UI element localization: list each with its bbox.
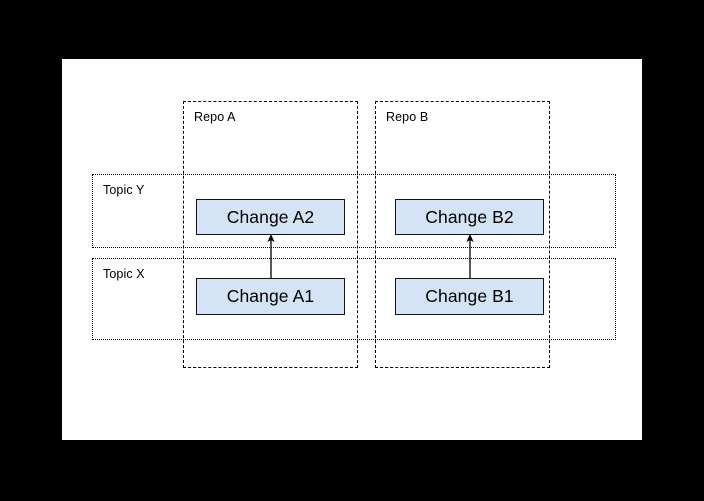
node-change-b1[interactable]: Change B1 <box>395 278 544 315</box>
node-change-b2-label: Change B2 <box>425 206 514 227</box>
diagram-canvas: Repo A Repo B Topic Y Topic X <box>62 59 642 440</box>
repo-group-repo-a[interactable]: Repo A <box>183 101 358 368</box>
topic-group-topic-x[interactable]: Topic X <box>92 258 616 340</box>
topic-group-topic-y[interactable]: Topic Y <box>92 174 616 248</box>
node-change-a2-label: Change A2 <box>226 206 315 227</box>
repo-a-label: Repo A <box>194 110 236 124</box>
repo-group-repo-b[interactable]: Repo B <box>375 101 550 368</box>
node-change-a2[interactable]: Change A2 <box>196 199 345 235</box>
node-change-b1-label: Change B1 <box>425 286 514 306</box>
node-change-a1[interactable]: Change A1 <box>196 278 345 315</box>
repo-b-label: Repo B <box>386 110 429 124</box>
topic-x-label: Topic X <box>103 267 145 281</box>
node-change-a1-label: Change A1 <box>226 286 315 306</box>
topic-y-label: Topic Y <box>103 183 145 197</box>
node-change-b2[interactable]: Change B2 <box>395 199 544 235</box>
